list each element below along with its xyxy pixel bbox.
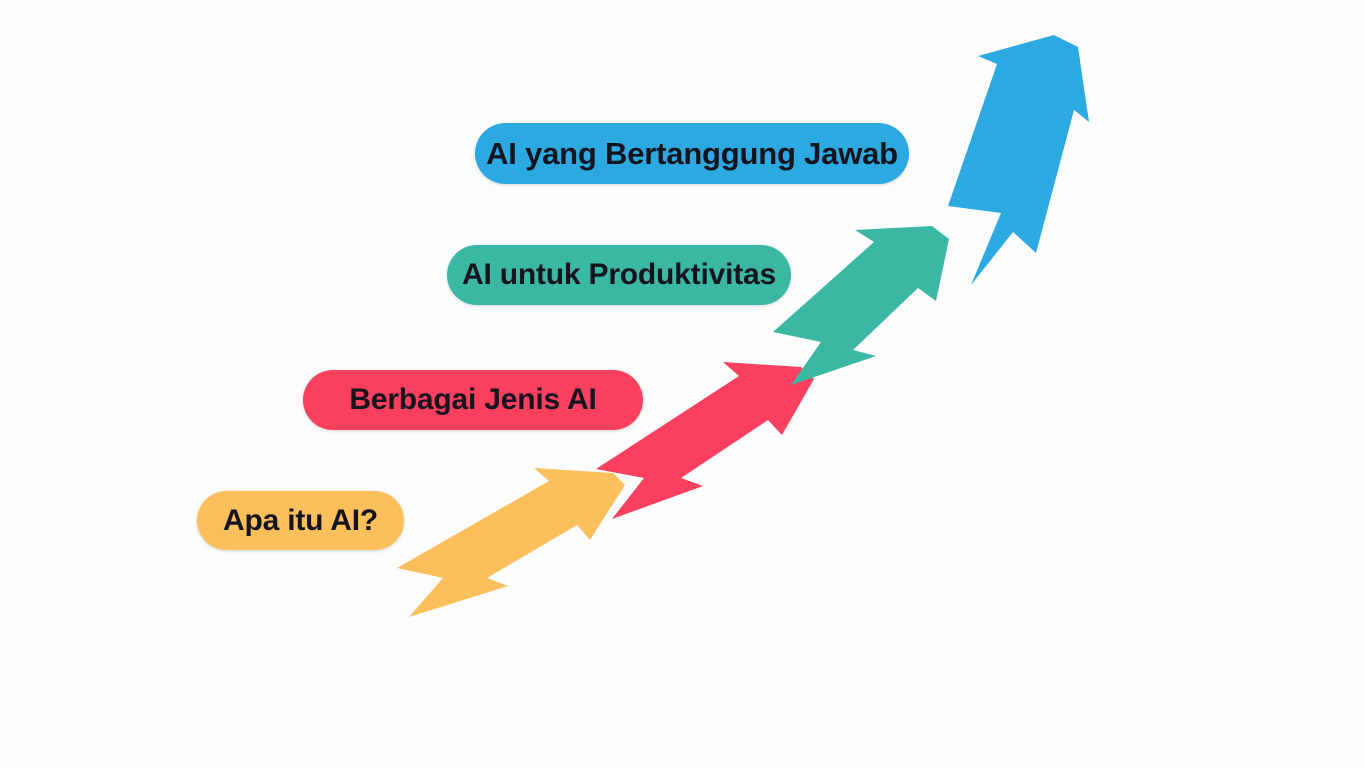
step-pill-label: AI yang Bertanggung Jawab [486,136,898,171]
red-arrow [596,362,814,519]
step-pill-ai-yang-bertanggung-jawab[interactable]: AI yang Bertanggung Jawab [475,123,909,184]
step-pill-label: AI untuk Produktivitas [462,258,776,291]
step-pill-label: Apa itu AI? [222,503,378,537]
step-pill-label: Berbagai Jenis AI [349,383,597,416]
teal-arrow [773,226,949,385]
step-pill-apa-itu-ai[interactable]: Apa itu AI? [197,491,404,550]
step-pill-berbagai-jenis-ai[interactable]: Berbagai Jenis AI [303,370,643,430]
blue-arrow-body [948,35,1089,285]
amber-arrow [397,468,625,617]
step-pill-ai-untuk-produktivitas[interactable]: AI untuk Produktivitas [447,245,791,305]
